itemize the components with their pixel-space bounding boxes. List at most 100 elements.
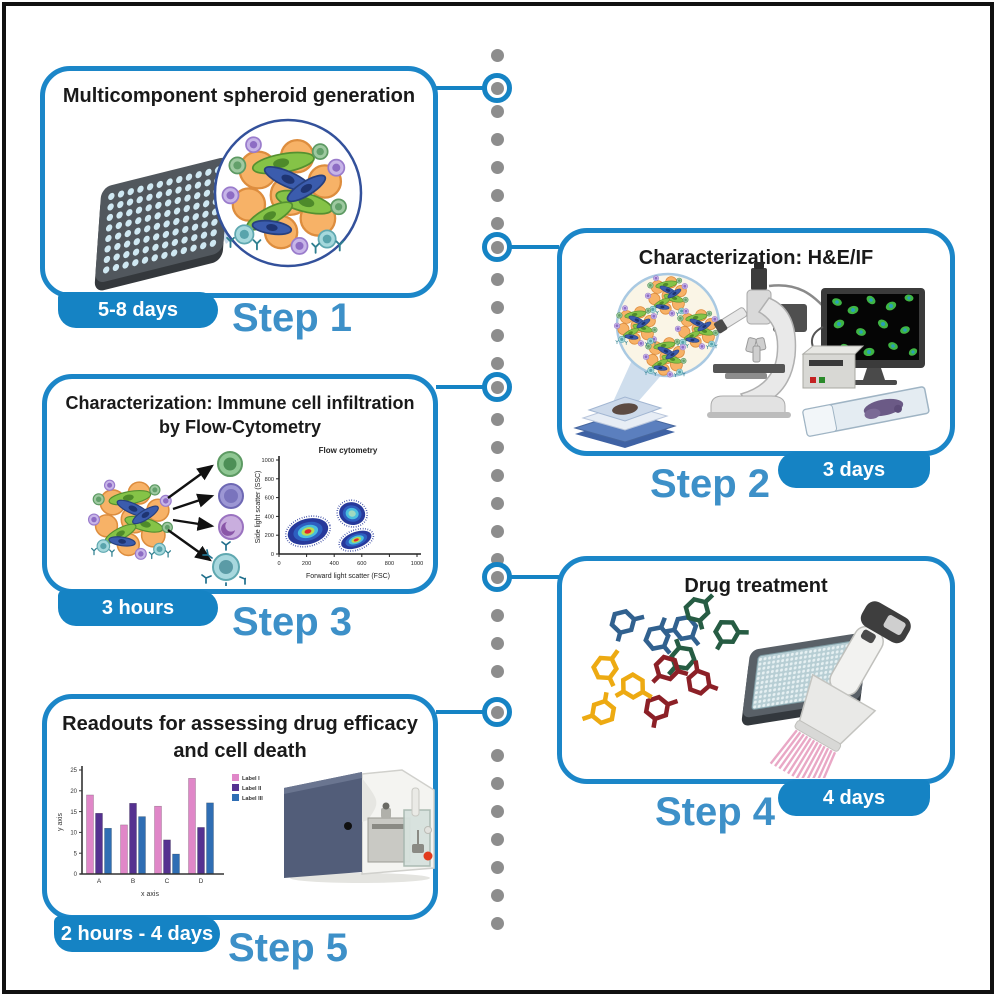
microscope-slide-icon [802, 386, 930, 437]
controller-box-icon [801, 326, 865, 389]
step3-spheroid-arrows [87, 451, 246, 586]
microscope-icon [707, 262, 826, 418]
red-button [423, 851, 433, 861]
svg-text:15: 15 [70, 810, 77, 816]
svg-text:Label II: Label II [242, 786, 262, 792]
svg-text:600: 600 [357, 561, 366, 567]
svg-text:0: 0 [277, 561, 280, 567]
connector-step3 [436, 385, 484, 389]
svg-text:25: 25 [70, 768, 77, 774]
green-button [819, 377, 825, 383]
timeline-dot [490, 468, 504, 482]
timeline-node-2 [482, 232, 512, 262]
svg-text:Label III: Label III [242, 796, 263, 802]
step4-duration-badge: 4 days [778, 780, 930, 816]
timeline-dot [490, 380, 504, 394]
timeline-dot [490, 570, 504, 584]
multichannel-pipette-icon [769, 601, 911, 778]
step2-duration-badge: 3 days [778, 452, 930, 488]
svg-text:600: 600 [265, 496, 274, 502]
step3-duration-badge: 3 hours [58, 590, 218, 626]
timeline-dot [490, 160, 504, 174]
step4-illustration [561, 580, 911, 778]
timeline-dot [490, 705, 504, 719]
timeline-dot [490, 440, 504, 454]
timeline-dot [490, 132, 504, 146]
svg-text:0: 0 [74, 872, 78, 878]
svg-text:D: D [199, 878, 204, 885]
timeline-node-1 [482, 73, 512, 103]
objectives [745, 337, 767, 363]
timeline-dot [490, 636, 504, 650]
timeline-dot [490, 860, 504, 874]
pipette-display [883, 615, 906, 635]
timeline-dot [490, 356, 504, 370]
svg-text:Flow cytometry: Flow cytometry [319, 446, 378, 455]
immune-cell-purple [218, 514, 244, 540]
immune-cell-antibody [201, 541, 246, 586]
timeline-node-3 [482, 372, 512, 402]
connector-step4 [511, 575, 559, 579]
step1-title: Multicomponent spheroid generation [62, 85, 416, 107]
svg-text:Label I: Label I [242, 776, 260, 782]
analyzer-instrument-icon [284, 769, 435, 883]
timeline-dot [490, 496, 504, 510]
drug-molecules-icon [582, 594, 749, 731]
svg-text:Side light scatter (SSC): Side light scatter (SSC) [255, 471, 262, 544]
timeline-dot [490, 916, 504, 930]
step5-duration-badge: 2 hours - 4 days [54, 916, 220, 952]
instrument-door [284, 772, 362, 878]
red-button [810, 377, 816, 383]
timeline-dot [490, 776, 504, 790]
immune-cell-blue [218, 483, 244, 509]
timeline-dot [490, 524, 504, 538]
svg-text:400: 400 [330, 561, 339, 567]
timeline-dot [490, 328, 504, 342]
svg-text:B: B [131, 878, 135, 885]
step2-title: Characterization: H&E/IF [638, 247, 874, 269]
timeline-dot [490, 664, 504, 678]
connector-step5 [436, 710, 484, 714]
svg-text:800: 800 [385, 561, 394, 567]
svg-text:0: 0 [271, 552, 274, 558]
timeline-dot [490, 412, 504, 426]
svg-text:200: 200 [265, 533, 274, 539]
svg-text:20: 20 [70, 789, 77, 795]
svg-text:800: 800 [265, 477, 274, 483]
svg-text:1000: 1000 [262, 458, 274, 464]
step1-duration-badge: 5-8 days [58, 292, 218, 328]
svg-text:C: C [165, 878, 170, 885]
timeline-dot [490, 888, 504, 902]
immune-cell-green [217, 451, 243, 477]
svg-text:Forward light scatter (FSC): Forward light scatter (FSC) [306, 573, 390, 580]
timeline-dot [490, 240, 504, 254]
svg-text:A: A [97, 878, 102, 885]
camera [751, 268, 767, 290]
timeline-dot [490, 48, 504, 62]
tissue-sample [612, 403, 638, 415]
step5-title: Readouts for assessing drug efficacy and… [62, 713, 418, 762]
svg-text:1000: 1000 [411, 561, 423, 567]
step1-illustration [94, 118, 363, 291]
timeline-dot [490, 804, 504, 818]
power-button [424, 826, 432, 834]
timeline-dot [490, 104, 504, 118]
svg-text:x axis: x axis [141, 891, 159, 898]
svg-text:400: 400 [265, 514, 274, 520]
step4-title: Drug treatment [684, 575, 828, 597]
timeline-dot [490, 216, 504, 230]
door-handle [344, 822, 352, 830]
step1-label: Step 1 [232, 296, 353, 340]
step3-title: Characterization: Immune cell infiltrati… [65, 393, 415, 438]
step4-label: Step 4 [655, 790, 776, 834]
timeline-node-5 [482, 697, 512, 727]
spheroid-icon [87, 479, 174, 561]
step3-label: Step 3 [232, 600, 353, 644]
svg-text:10: 10 [70, 831, 77, 837]
arrows [167, 464, 215, 562]
paraffin-block-icon [573, 396, 677, 448]
